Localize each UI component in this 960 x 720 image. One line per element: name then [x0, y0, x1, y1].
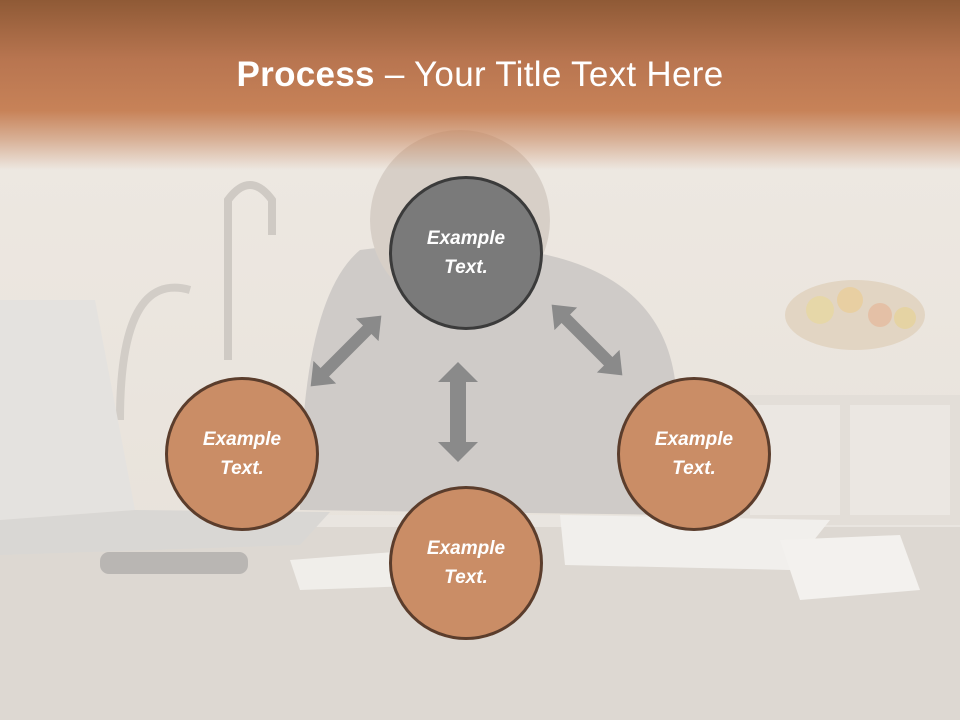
title-bold: Process: [236, 55, 375, 94]
arrow-vertical: [438, 362, 478, 462]
arrow-right-diagonal: [551, 304, 623, 376]
node-top: Example Text.: [389, 176, 543, 330]
node-right: Example Text.: [617, 377, 771, 531]
title-bar: [0, 0, 960, 170]
node-left-text: Example Text.: [202, 429, 282, 479]
node-top-text: Example Text.: [426, 228, 506, 278]
node-left: Example Text.: [165, 377, 319, 531]
title-rest: – Your Title Text Here: [374, 55, 724, 94]
node-right-text: Example Text.: [654, 429, 734, 479]
node-bottom-text: Example Text.: [426, 538, 506, 588]
node-bottom: Example Text.: [389, 486, 543, 640]
arrow-left-diagonal: [310, 315, 382, 387]
slide-title: Process – Your Title Text Here: [0, 52, 960, 98]
